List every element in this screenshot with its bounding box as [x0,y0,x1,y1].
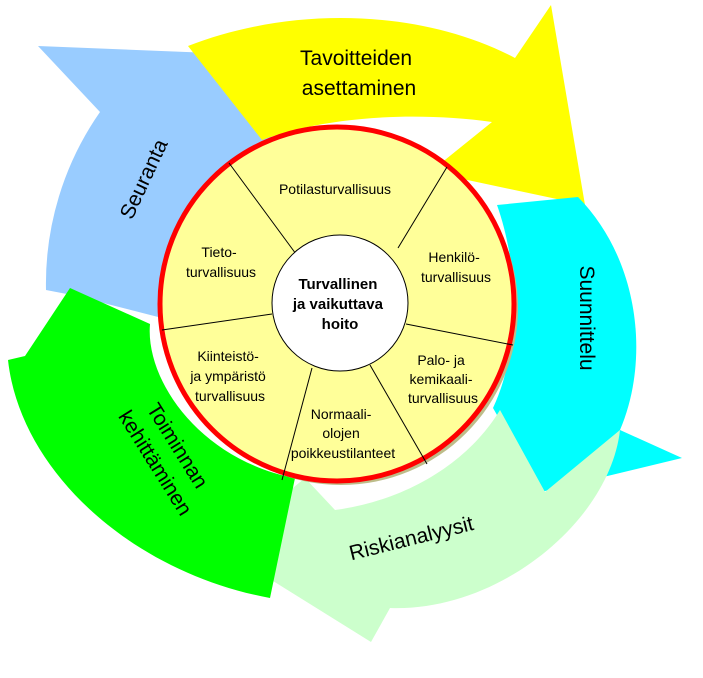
segment-kiinteisto-line2: ja ympäristö [189,368,266,384]
ring-dividers [161,162,514,481]
center-text: Turvallinen ja vaikuttava hoito [292,276,387,333]
center-line2: ja vaikuttava [292,296,384,313]
segment-normaali-line2: olojen [322,425,359,441]
segment-henkilo: Henkilö- turvallisuus [421,249,491,285]
divider-4 [281,367,313,481]
segment-palo-line1: Palo- ja [417,352,465,368]
segment-potilas-line1: Potilasturvallisuus [279,181,391,197]
segment-tieto: Tieto- turvallisuus [186,244,256,280]
tavoitteiden-label-line1: Tavoitteiden [300,47,412,70]
center-line1: Turvallinen [298,276,377,293]
svg-text:Suunnittelu: Suunnittelu [575,265,598,370]
arrow-seuranta: Seuranta [38,46,273,318]
divider-6 [228,162,297,255]
divider-3 [369,364,428,465]
segment-normaali: Normaali- olojen poikkeustilanteet [291,406,395,461]
center-line3: hoito [322,316,359,333]
segment-kiinteisto-line1: Kiinteistö- [197,348,259,364]
toiminnan-arrow-shape [8,288,295,598]
suunnittelu-arrow-shape [493,197,682,492]
divider-2 [405,323,514,346]
suunnittelu-label: Suunnittelu [575,265,598,370]
segment-palo-line2: kemikaali- [410,371,473,387]
segment-kiinteisto: Kiinteistö- ja ympäristö turvallisuus [189,348,269,404]
svg-text:Tavoitteiden asettaminen: Tavoitteiden asettaminen [300,47,418,100]
arrow-tavoitteiden: Tavoitteiden asettaminen [188,5,585,205]
tavoitteiden-label-line2: asettaminen [302,77,416,100]
arrow-toiminnan: Toiminnan kehittäminen [8,288,295,598]
segment-normaali-line1: Normaali- [311,406,372,422]
segment-henkilo-line1: Henkilö- [428,249,480,265]
segment-henkilo-line2: turvallisuus [421,269,491,285]
arrow-riskianalyysit: Riskianalyysit [220,410,620,642]
riskianalyysit-arrow-shape [220,410,620,642]
arrow-suunnittelu: Suunnittelu [493,197,682,492]
seuranta-arrow-shape [38,46,273,318]
segment-tieto-line1: Tieto- [201,244,237,260]
segment-palo-line3: turvallisuus [408,390,478,406]
safety-wheel: Potilasturvallisuus Henkilö- turvallisuu… [157,124,518,485]
divider-5 [161,313,273,331]
segment-tieto-line2: turvallisuus [186,264,256,280]
tavoitteiden-arrow-shape [188,5,585,205]
segment-potilas: Potilasturvallisuus [279,181,391,197]
center-circle [271,234,409,372]
divider-1 [397,166,448,249]
segment-kiinteisto-line3: turvallisuus [195,388,265,404]
segment-normaali-line3: poikkeustilanteet [291,445,395,461]
segment-palo: Palo- ja kemikaali- turvallisuus [408,352,478,406]
